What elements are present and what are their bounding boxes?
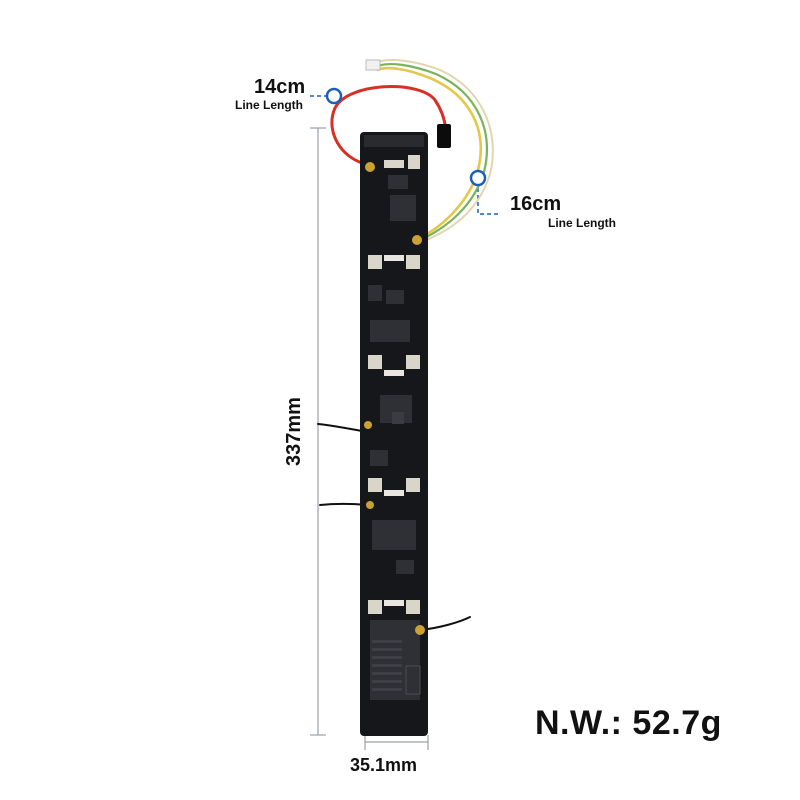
connectors: [365, 59, 451, 148]
red-wire-length-label: 14cm: [254, 76, 306, 98]
red-wire-length-caption: Line Length: [235, 98, 303, 112]
yellow-wire-marker: [469, 169, 487, 187]
red-wire-marker: [325, 87, 343, 105]
yellow-wire-length-label: 16cm: [510, 193, 562, 215]
net-weight-label: N.W.: 52.7g: [535, 704, 722, 742]
board-width-label: 35.1mm: [350, 755, 418, 775]
callout-dashes: [310, 95, 498, 215]
board-length-label: 337mm: [282, 397, 305, 466]
yellow-wire-length-caption: Line Length: [548, 216, 616, 230]
dimension-lines: [310, 127, 429, 750]
pcb-board: [360, 132, 428, 736]
